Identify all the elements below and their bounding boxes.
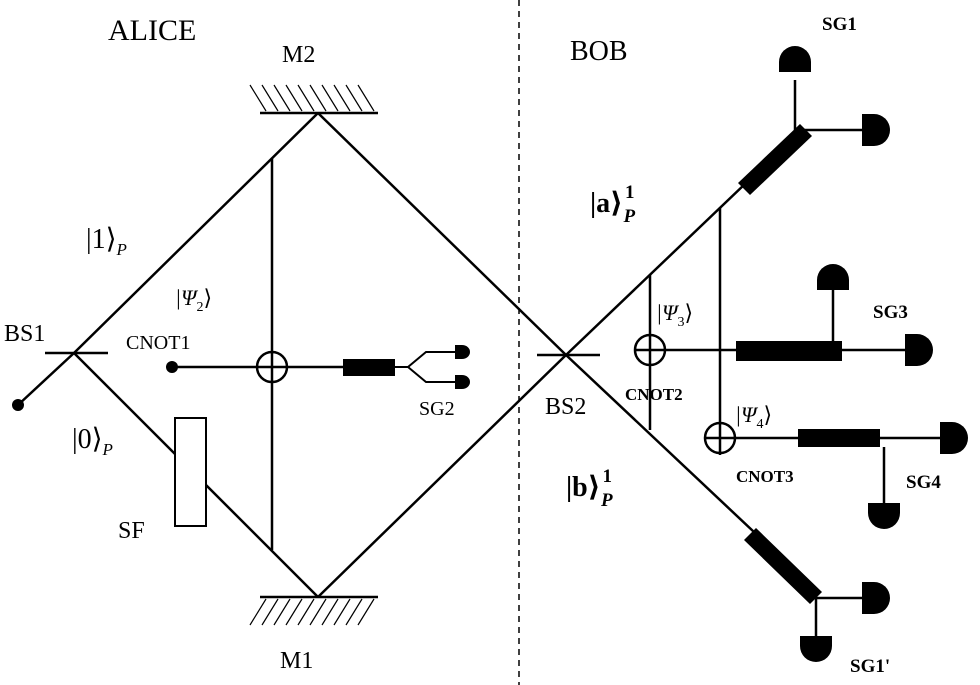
sg1-detector-right — [862, 114, 890, 146]
state-psi4: |Ψ4⟩ — [735, 402, 772, 432]
label-bs1: BS1 — [4, 321, 45, 347]
cnot1-control-dot — [166, 361, 178, 373]
mirror-m2 — [249, 84, 378, 115]
sg4-analyzer — [720, 429, 940, 505]
sg2-analyzer — [343, 345, 470, 389]
sg1-prime-detector-down — [800, 636, 832, 662]
sg1-analyzer-box — [738, 124, 812, 195]
sg4-detector-down — [868, 503, 900, 529]
label-cnot1: CNOT1 — [126, 332, 190, 354]
label-alice: ALICE — [108, 14, 196, 47]
label-bs2: BS2 — [545, 394, 586, 420]
input-port-dot — [12, 399, 24, 411]
label-bob: BOB — [570, 36, 628, 67]
label-sg1: SG1 — [822, 14, 857, 35]
label-sg2: SG2 — [419, 398, 455, 420]
state-psi3: |Ψ3⟩ — [656, 300, 693, 330]
sg3-detector-right — [905, 334, 933, 366]
cnot2-target-icon — [633, 333, 667, 367]
label-m1: M1 — [280, 648, 313, 674]
sg4-detector-right — [940, 422, 968, 454]
label-sg4: SG4 — [906, 472, 941, 493]
label-sf: SF — [118, 518, 145, 544]
state-1p: |1⟩P — [86, 224, 127, 259]
sg1-prime-detector-right — [862, 582, 890, 614]
state-0p: |0⟩P — [72, 424, 113, 459]
label-m2: M2 — [282, 42, 315, 68]
state-psi2: |Ψ2⟩ — [175, 285, 212, 315]
cnot1-target-icon — [255, 350, 289, 384]
cnot3-target-icon — [703, 421, 737, 455]
sg1-prime-analyzer — [744, 528, 862, 638]
sg3-detector-up — [817, 264, 849, 290]
mirror-m1 — [249, 595, 378, 626]
label-cnot2: CNOT2 — [625, 385, 683, 404]
sg1-detector-up — [779, 46, 811, 72]
label-cnot3: CNOT3 — [736, 467, 794, 486]
label-sg3: SG3 — [873, 302, 908, 323]
filter-sf — [174, 417, 207, 527]
label-sg1-prime: SG1' — [850, 656, 890, 677]
